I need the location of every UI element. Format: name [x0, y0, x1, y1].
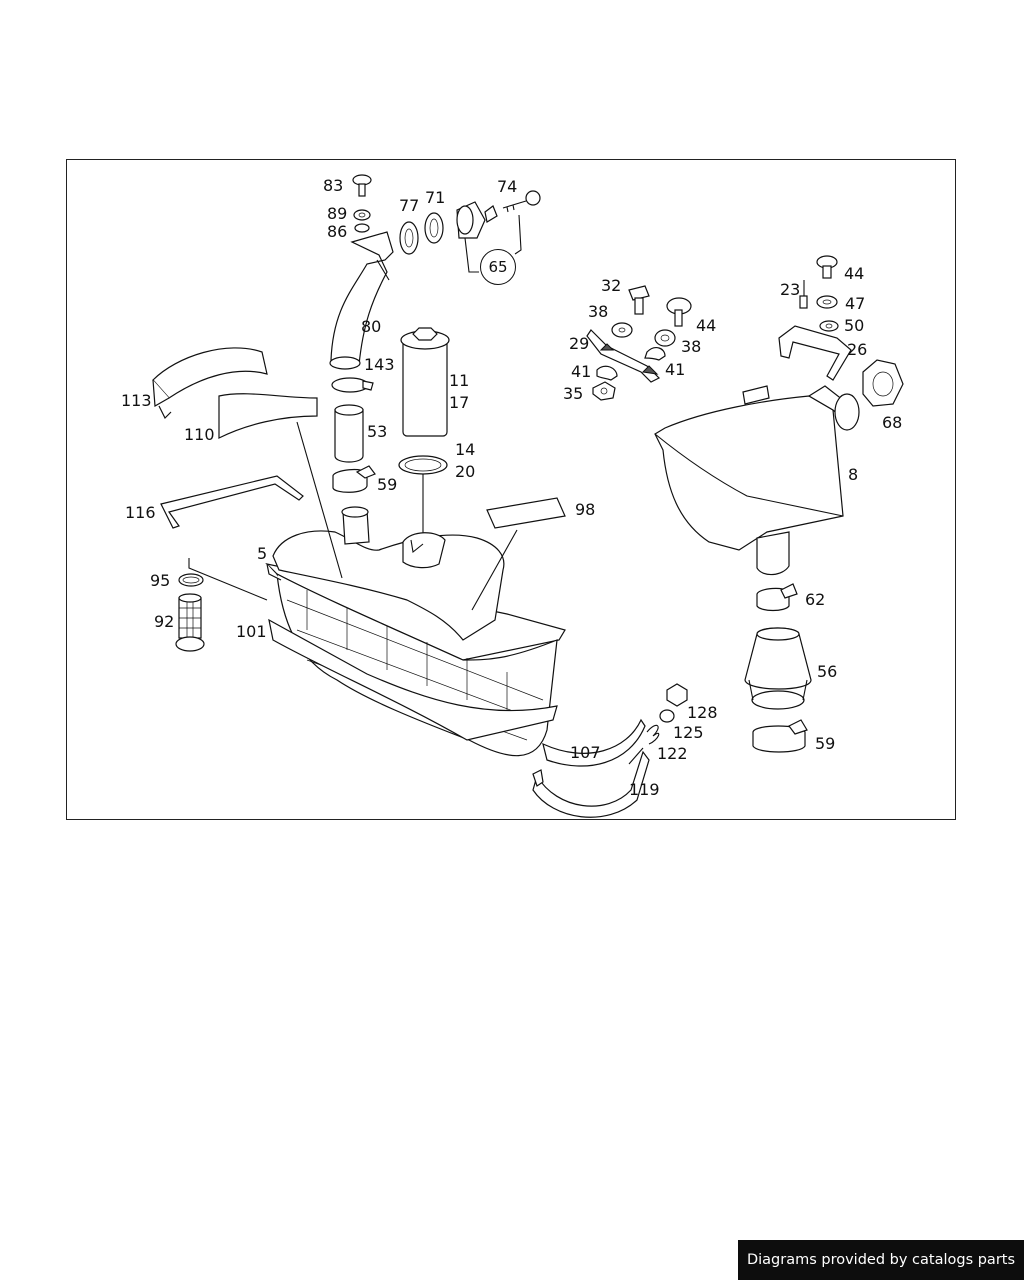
part-label-71: 71 [425, 188, 446, 207]
screw-part [611, 285, 650, 338]
part-label-74: 74 [497, 177, 518, 196]
part-label-77: 77 [399, 196, 420, 215]
part-label-29: 29 [569, 334, 590, 353]
tank-leader-lines [188, 421, 343, 601]
part-label-20: 20 [455, 462, 476, 481]
fuel-filter-part [175, 593, 205, 652]
part-label-107: 107 [570, 743, 601, 762]
part-label-113: 113 [121, 391, 152, 410]
tank-pad-part [471, 497, 566, 611]
part-label-80: 80 [361, 317, 382, 336]
part-label-125: 125 [673, 723, 704, 742]
part-label-8: 8 [848, 465, 859, 484]
drain-seal-part [178, 573, 204, 587]
filler-neck-bolt-part [352, 174, 372, 197]
part-label-68: 68 [882, 413, 903, 432]
nut-and-spring-part [628, 683, 688, 765]
part-label-92: 92 [154, 612, 175, 631]
part-label-23: 23 [780, 280, 801, 299]
part-label-119: 119 [629, 780, 660, 799]
tank-strap-part [268, 618, 558, 741]
part-label-38-left: 38 [588, 302, 609, 321]
washer-part [353, 209, 371, 233]
part-label-17: 17 [449, 393, 470, 412]
expansion-tank-part [654, 385, 860, 576]
part-label-110: 110 [184, 425, 215, 444]
part-label-62: 62 [805, 590, 826, 609]
tank-strap-lower-part [532, 718, 650, 818]
part-label-32: 32 [601, 276, 622, 295]
seal-ring-part [399, 212, 444, 255]
fuel-cap-part [456, 201, 498, 239]
hose-clamp-lower-part [332, 465, 376, 493]
part-label-5: 5 [257, 544, 268, 563]
part-label-35: 35 [563, 384, 584, 403]
part-label-38-right: 38 [681, 337, 702, 356]
part-label-89: 89 [327, 204, 348, 223]
filler-neck-part [329, 231, 394, 370]
reservoir-cap-part [862, 359, 904, 407]
fuel-tank-exploded-view [152, 174, 904, 818]
key-part [502, 190, 541, 213]
part-label-98: 98 [575, 500, 596, 519]
mounting-rail-part [160, 475, 304, 529]
mounting-bracket-part [778, 325, 852, 381]
part-label-59-left: 59 [377, 475, 398, 494]
part-label-56: 56 [817, 662, 838, 681]
part-label-44-right: 44 [844, 264, 865, 283]
callout-65: 65 [480, 249, 516, 285]
part-label-50: 50 [844, 316, 865, 335]
parts-diagram-frame: 83 89 86 77 71 74 65 80 143 11 17 53 14 … [66, 159, 956, 820]
mount-bolt-part [816, 255, 839, 332]
mount-stud-part [799, 280, 808, 309]
rubber-bushing-part [592, 347, 666, 401]
part-label-122: 122 [657, 744, 688, 763]
rubber-sleeve-part [744, 627, 812, 710]
callout-65-bracket [464, 214, 522, 273]
part-label-101: 101 [236, 622, 267, 641]
part-label-44-middle: 44 [696, 316, 717, 335]
part-label-47: 47 [845, 294, 866, 313]
hose-clamp-right-part [756, 583, 798, 612]
part-label-83: 83 [323, 176, 344, 195]
hose-clamp-bottom-part [752, 719, 808, 753]
part-label-14: 14 [455, 440, 476, 459]
part-label-86: 86 [327, 222, 348, 241]
fuel-level-sender-part [400, 327, 450, 437]
connecting-hose-part [334, 404, 364, 463]
sender-gasket-part [398, 455, 448, 540]
retaining-strap-part [586, 329, 661, 383]
credit-text: Diagrams provided by catalogs parts [746, 1252, 1016, 1268]
heat-shield-part [152, 347, 318, 439]
bracket-bolt-part [654, 297, 692, 347]
part-label-59-right: 59 [815, 734, 836, 753]
hose-clamp-part [331, 377, 374, 393]
part-label-41-left: 41 [571, 362, 592, 381]
credit-banner: Diagrams provided by catalogs parts [738, 1240, 1024, 1280]
part-label-116: 116 [125, 503, 156, 522]
part-label-26: 26 [847, 340, 868, 359]
part-label-128: 128 [687, 703, 718, 722]
part-label-95: 95 [150, 571, 171, 590]
part-label-53: 53 [367, 422, 388, 441]
part-label-143: 143 [364, 355, 395, 374]
part-label-11: 11 [449, 371, 470, 390]
part-label-41-right: 41 [665, 360, 686, 379]
